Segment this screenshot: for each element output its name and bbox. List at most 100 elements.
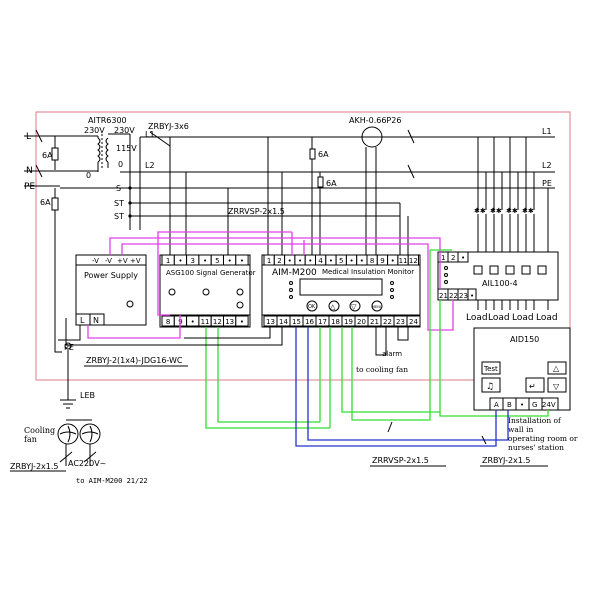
- mon-top-terminal: 1: [267, 257, 271, 265]
- transformer-v-left: 230V: [84, 126, 105, 135]
- ail-top-1: 1: [441, 254, 445, 262]
- transformer-name: AITR6300: [88, 116, 127, 125]
- aid-name: AID150: [510, 335, 539, 344]
- alarm-label: alarm: [382, 350, 402, 358]
- ail-top-3: •: [461, 254, 465, 262]
- sg-bottom-terminal: 12: [213, 318, 222, 326]
- ok-button[interactable]: [306, 300, 318, 312]
- mon-bottom-terminal: 24: [409, 318, 418, 326]
- sg-top-cell: [235, 254, 249, 266]
- load-2: Load: [488, 313, 510, 323]
- mon-bottom-terminal: 16: [305, 318, 314, 326]
- label-st-1: ST: [114, 199, 124, 208]
- monitor-display: [299, 278, 383, 296]
- aid-terminal-dot: •: [520, 401, 524, 409]
- label-right-pe: PE: [542, 179, 552, 188]
- ac220-label: AC220V~: [68, 459, 106, 468]
- ground-leb-label: LEB: [80, 391, 95, 400]
- fuse-left-2: [51, 197, 59, 211]
- label-right-l2: L2: [542, 161, 552, 170]
- ail-module: 1 2 • AIL100-4 21 22 23 •: [437, 251, 559, 301]
- up-button[interactable]: [328, 300, 340, 312]
- ail-bottom-2: 22: [449, 292, 458, 300]
- mon-bottom-terminal: 22: [383, 318, 392, 326]
- sg-bottom-terminal: 8: [166, 318, 170, 326]
- sg-title: ASG100 Signal Generator: [166, 269, 256, 277]
- ps-terminal-3: +V: [117, 257, 128, 265]
- mute-button[interactable]: [481, 377, 501, 393]
- breaker-marks: ✱✱✱✱✱✱✱✱: [474, 207, 534, 215]
- ps-terminal-n: N: [93, 316, 99, 325]
- label-l2: L2: [145, 161, 155, 170]
- mon-bottom-terminal: 20: [357, 318, 366, 326]
- install-note-2: wall in: [508, 425, 533, 434]
- ps-title: Power Supply: [84, 271, 138, 280]
- test-button[interactable]: [481, 361, 501, 375]
- label-right-l1: L1: [542, 127, 552, 136]
- label-pe: PE: [24, 182, 35, 192]
- menu-button[interactable]: [371, 300, 383, 312]
- mon-bottom-terminal: 23: [396, 318, 405, 326]
- fuse-label-4: 6A: [326, 179, 337, 188]
- svg-text:✱✱: ✱✱: [522, 207, 534, 215]
- mon-top-terminal: 9: [380, 257, 384, 265]
- ct-akh-label: AKH-0.66P26: [349, 116, 401, 125]
- mon-top-cell: [407, 254, 420, 266]
- mon-top-terminal: 12: [409, 257, 418, 265]
- transformer: AITR6300 230V 230V 115V 0 0 L1 L2 ZRBYJ-…: [60, 116, 189, 230]
- mon-top-terminal: •: [308, 257, 312, 265]
- load-1: Load: [466, 313, 488, 323]
- fuse-label-3: 6A: [318, 150, 329, 159]
- ail-name: AIL100-4: [482, 279, 518, 288]
- fan-title-2: fan: [24, 435, 37, 444]
- menu-button-label: MENU: [372, 305, 383, 309]
- down-button[interactable]: [349, 300, 361, 312]
- fuse-left-1: [51, 147, 59, 161]
- ail-bottom-1: 21: [439, 292, 448, 300]
- cable-zrrvsp-bottom: ZRRVSP-2x1.5: [372, 456, 429, 465]
- install-note-3: operating room or: [508, 434, 578, 443]
- to-fan-label: to cooling fan: [356, 365, 408, 374]
- green-wiring: [205, 249, 549, 429]
- svg-text:✱✱: ✱✱: [474, 207, 486, 215]
- mon-top-terminal: •: [298, 257, 302, 265]
- up-button-label: △: [330, 303, 336, 311]
- sg-bottom-terminal: •: [240, 318, 244, 326]
- ail-bottom-3: 23: [459, 292, 468, 300]
- mon-top-terminal: •: [391, 257, 395, 265]
- fuse-mid-1: [309, 148, 316, 160]
- fan-to-aim-label: to AIM-M200 21/22: [76, 477, 148, 485]
- mon-top-terminal: •: [349, 257, 353, 265]
- sg-bottom-cell: [235, 315, 249, 327]
- ps-terminal-2: -V: [105, 257, 112, 265]
- fan-1-icon: [57, 423, 79, 445]
- label-l: L: [26, 132, 31, 142]
- monitor-model: AIM-M200: [272, 268, 317, 278]
- ail-bottom-4: •: [470, 292, 474, 300]
- sg-top-terminal: •: [178, 257, 182, 265]
- mon-bottom-terminal: 13: [266, 318, 275, 326]
- mon-top-terminal: 2: [277, 257, 281, 265]
- load-4: Load: [536, 313, 558, 323]
- install-note-1: Installation of: [508, 416, 562, 425]
- fuse-mid-2: [317, 176, 324, 188]
- aid-terminal-b: B: [507, 401, 512, 409]
- mon-top-terminal: •: [329, 257, 333, 265]
- magenta-wiring: [87, 231, 454, 339]
- cable-zrbyj-bottom: ZRBYJ-2x1.5: [482, 456, 530, 465]
- aid-down-button[interactable]: [547, 377, 567, 393]
- enter-button[interactable]: [525, 377, 545, 393]
- transformer-v-mid: 115V: [116, 144, 137, 153]
- fan-title-1: Cooling: [24, 426, 55, 435]
- aid-up-button[interactable]: [547, 361, 567, 375]
- mon-top-terminal: 8: [370, 257, 374, 265]
- sg-top-terminal: 1: [166, 257, 170, 265]
- mon-bottom-terminal: 21: [370, 318, 379, 326]
- mon-bottom-terminal: 18: [331, 318, 340, 326]
- ail-top-2: 2: [451, 254, 455, 262]
- label-st-2: ST: [114, 212, 124, 221]
- mute-icon: ♫: [486, 382, 494, 392]
- mon-top-terminal: •: [288, 257, 292, 265]
